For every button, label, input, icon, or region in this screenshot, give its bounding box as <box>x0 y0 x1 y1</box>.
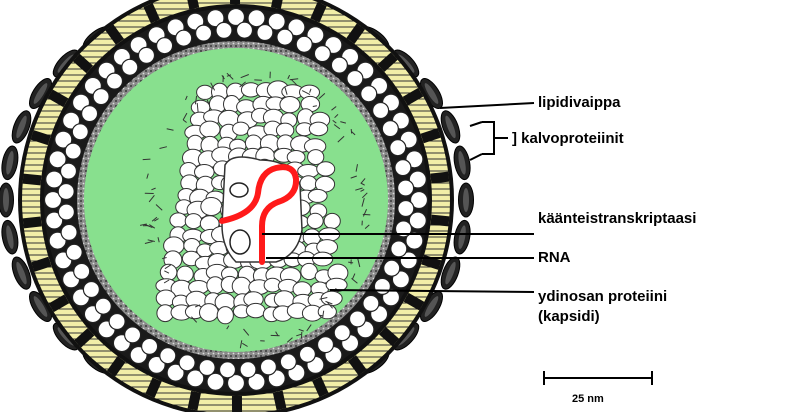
matrix-protein <box>296 36 312 52</box>
matrix-protein <box>176 30 192 46</box>
matrix-protein <box>391 241 407 257</box>
matrix-protein <box>95 298 111 314</box>
matrix-protein <box>157 38 173 54</box>
matrix-protein <box>196 25 212 41</box>
transmembrane-protein <box>430 172 449 184</box>
capsid-protein <box>177 266 193 282</box>
leader-lipid <box>440 103 534 108</box>
label-core-protein: ydinosan proteiini <box>538 288 667 306</box>
matrix-protein <box>109 314 125 330</box>
label-rna: RNA <box>538 249 571 267</box>
reverse-transcriptase-enzyme <box>230 183 248 197</box>
matrix-protein <box>257 25 273 41</box>
matrix-protein <box>58 204 74 220</box>
matrix-protein <box>331 57 347 73</box>
matrix-protein <box>58 184 74 200</box>
leader-membrane-proteins <box>470 122 508 160</box>
matrix-protein <box>363 295 379 311</box>
matrix-protein <box>125 327 141 343</box>
matrix-protein <box>350 311 366 327</box>
capsid-protein <box>217 307 233 324</box>
capsid-protein <box>233 122 249 135</box>
label-lipid-envelope: lipidivaippa <box>538 94 621 112</box>
matrix-protein <box>384 260 400 276</box>
matrix-protein <box>260 359 276 375</box>
scale-bar <box>544 371 652 385</box>
capsid-texture <box>363 214 371 215</box>
matrix-protein <box>83 282 99 298</box>
matrix-protein <box>373 103 389 119</box>
matrix-protein <box>299 346 315 362</box>
matrix-protein <box>382 121 398 137</box>
matrix-protein <box>240 362 256 378</box>
matrix-protein <box>334 325 350 341</box>
capsid-texture <box>143 159 151 160</box>
reverse-transcriptase-enzyme <box>230 230 250 254</box>
matrix-protein <box>277 29 293 45</box>
matrix-protein <box>160 348 176 364</box>
spike-highlight <box>3 188 9 212</box>
capsid-protein <box>308 189 327 202</box>
matrix-protein <box>61 163 77 179</box>
capsid-protein <box>200 304 219 322</box>
label-reverse-transcriptase: käänteistranskriptaasi <box>538 210 696 228</box>
matrix-protein <box>74 263 90 279</box>
matrix-protein <box>82 106 98 122</box>
matrix-protein <box>347 71 363 87</box>
matrix-protein <box>374 278 390 294</box>
transmembrane-protein <box>23 174 42 186</box>
matrix-protein <box>65 143 81 159</box>
capsid-protein <box>324 213 340 228</box>
scale-bar-label: 25 nm <box>572 393 604 405</box>
matrix-protein <box>93 89 109 105</box>
matrix-protein <box>318 337 334 353</box>
transmembrane-protein <box>23 216 42 228</box>
matrix-protein <box>72 124 88 140</box>
transmembrane-protein <box>431 215 450 227</box>
matrix-protein <box>139 47 155 63</box>
transmembrane-protein <box>232 396 242 412</box>
matrix-protein <box>61 224 77 240</box>
matrix-protein <box>361 86 377 102</box>
matrix-protein <box>395 160 411 176</box>
matrix-protein <box>66 244 82 260</box>
capsid-protein <box>318 305 336 319</box>
capsid-protein <box>307 213 323 228</box>
capsid-protein <box>197 85 214 99</box>
matrix-protein <box>398 180 414 196</box>
capsid-protein <box>309 122 327 136</box>
label-capsid: (kapsidi) <box>538 308 600 326</box>
label-membrane-proteins: ] kalvoproteiinit <box>512 130 624 148</box>
matrix-protein <box>237 22 253 38</box>
matrix-protein <box>199 360 215 376</box>
matrix-protein <box>122 59 138 75</box>
capsid-protein <box>280 97 300 113</box>
capsid-protein <box>201 198 222 216</box>
capsid-protein <box>185 214 202 229</box>
matrix-protein <box>179 355 195 371</box>
matrix-protein <box>142 338 158 354</box>
capsid-protein <box>317 162 335 176</box>
capsid-protein <box>170 213 187 228</box>
matrix-protein <box>107 73 123 89</box>
capsid-protein <box>200 121 220 137</box>
matrix-protein <box>390 140 406 156</box>
capsid-protein <box>300 176 317 191</box>
matrix-protein <box>216 22 232 38</box>
spike-highlight <box>463 188 469 212</box>
capsid-protein <box>232 277 251 295</box>
transmembrane-protein <box>230 0 240 4</box>
capsid-protein <box>246 303 265 317</box>
matrix-protein <box>220 362 236 378</box>
matrix-protein <box>398 201 414 217</box>
matrix-protein <box>314 46 330 62</box>
matrix-protein <box>280 354 296 370</box>
